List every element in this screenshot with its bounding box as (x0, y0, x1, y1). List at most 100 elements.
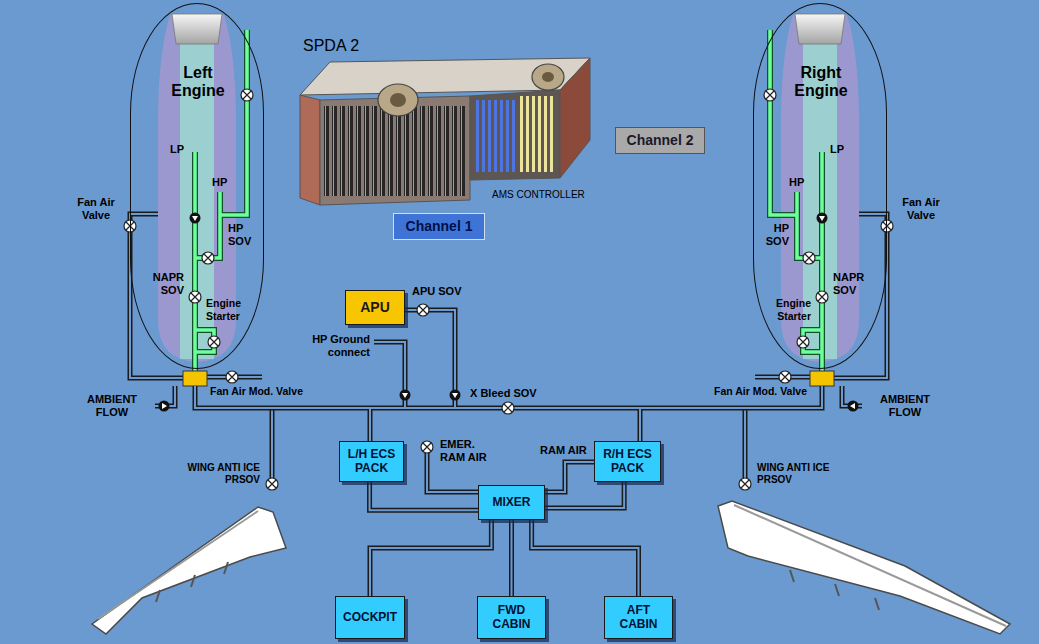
box-label: R/H ECS PACK (598, 448, 657, 476)
fan-air-duct (130, 214, 183, 378)
valve-symbol (208, 336, 220, 348)
duct-core (370, 482, 478, 510)
unit-top (300, 58, 590, 95)
part-label: LP (170, 143, 184, 156)
hp-duct (195, 192, 220, 258)
pack-feed (368, 408, 373, 441)
box-label: Channel 1 (406, 218, 473, 234)
circuit-cards (324, 106, 466, 196)
check-valve (190, 213, 201, 224)
duct-core (511, 520, 513, 596)
flap-track (156, 562, 228, 602)
part-label: HP (212, 176, 227, 189)
duct-core (370, 520, 491, 596)
part-label: Engine Starter (206, 297, 252, 322)
pack-feed (639, 408, 641, 441)
ram-air-duct (545, 462, 595, 492)
check-valve (159, 401, 170, 412)
mixer-box: MIXER (478, 485, 545, 520)
zone-box: FWD CABIN (477, 596, 546, 639)
ground-duct (374, 342, 405, 408)
part-label: Fan Air Mod. Valve (210, 385, 303, 398)
part-label: EMER. RAM AIR (440, 438, 502, 464)
part-label: SPDA 2 (303, 36, 359, 55)
hp-duct (195, 192, 220, 258)
duct-connector (370, 482, 478, 510)
lp-duct (193, 152, 197, 371)
anti-ice-duct (271, 408, 273, 478)
engine-bleed-side (739, 14, 893, 490)
fan (532, 64, 564, 90)
check-valve (400, 390, 411, 401)
box-label: FWD CABIN (481, 604, 542, 632)
part-label: AMS CONTROLLER (492, 189, 585, 201)
part-label: RAM AIR (540, 444, 587, 457)
engine-intake (172, 14, 222, 44)
part-label: NAPR SOV (146, 271, 184, 297)
right-wing (718, 501, 1010, 634)
precooler (183, 371, 207, 386)
engine-bleed-side (124, 14, 278, 490)
anti-ice-duct (270, 408, 275, 478)
engine-outline: Left Engine (130, 3, 264, 369)
valve-symbol (226, 371, 238, 383)
channel-one-cards (476, 100, 516, 172)
duct-core (532, 520, 639, 596)
fan-hub (390, 93, 406, 107)
box-label: MIXER (492, 496, 530, 510)
part-label: APU SOV (412, 285, 462, 298)
fan-hub (542, 72, 554, 82)
valve-symbol (266, 478, 278, 490)
box-label: APU (360, 299, 390, 315)
check-valve (450, 390, 461, 401)
part-label: Fan Air Valve (897, 196, 945, 222)
fan (378, 84, 418, 116)
leading-edge (734, 505, 1006, 626)
apu-duct (405, 310, 455, 408)
engine-name: Left Engine (163, 64, 233, 101)
part-label: Fan Air Valve (72, 196, 120, 222)
duct-connector (370, 520, 491, 596)
lp-duct (192, 152, 198, 371)
wing-outline (718, 501, 1010, 634)
ram-air-duct (545, 462, 595, 492)
part-label: HP Ground connect (298, 333, 370, 359)
apu-duct (405, 310, 455, 408)
ground-duct (374, 342, 405, 408)
box-label: Channel 2 (627, 132, 694, 148)
spda-unit (300, 58, 590, 205)
duct-outline (370, 520, 491, 596)
valve-symbol (421, 441, 433, 453)
unit-side (300, 95, 320, 205)
duct-core (545, 482, 624, 508)
apu-box: APU (345, 290, 405, 325)
part-label: Fan Air Mod. Valve (697, 385, 807, 398)
pack-box: R/H ECS PACK (594, 441, 661, 482)
duct-outline (509, 520, 514, 596)
duct-outline (370, 482, 478, 510)
channel-box: Channel 2 (615, 127, 705, 154)
channel-two-cards (520, 96, 556, 172)
box-label: AFT CABIN (608, 604, 669, 632)
part-label: WING ANTI ICE PRSOV (168, 462, 260, 486)
duct-outline (532, 520, 639, 596)
flap-track (790, 570, 879, 610)
valve-symbol (189, 291, 201, 303)
box-label: L/H ECS PACK (343, 448, 400, 476)
part-label: LP (830, 143, 844, 156)
part-label: HP (789, 176, 804, 189)
part-label: Engine Starter (765, 297, 811, 322)
duct-outline (545, 482, 624, 508)
valve-symbol (241, 89, 253, 101)
pack-feed (638, 408, 643, 441)
controller-bay (470, 90, 560, 180)
part-label: HP SOV (228, 222, 262, 248)
duct-connector (545, 482, 624, 508)
zone-box: AFT CABIN (604, 596, 673, 639)
pack-feed (369, 408, 371, 441)
part-label: AMBIENT FLOW (76, 393, 148, 419)
wing-outline (92, 507, 286, 634)
